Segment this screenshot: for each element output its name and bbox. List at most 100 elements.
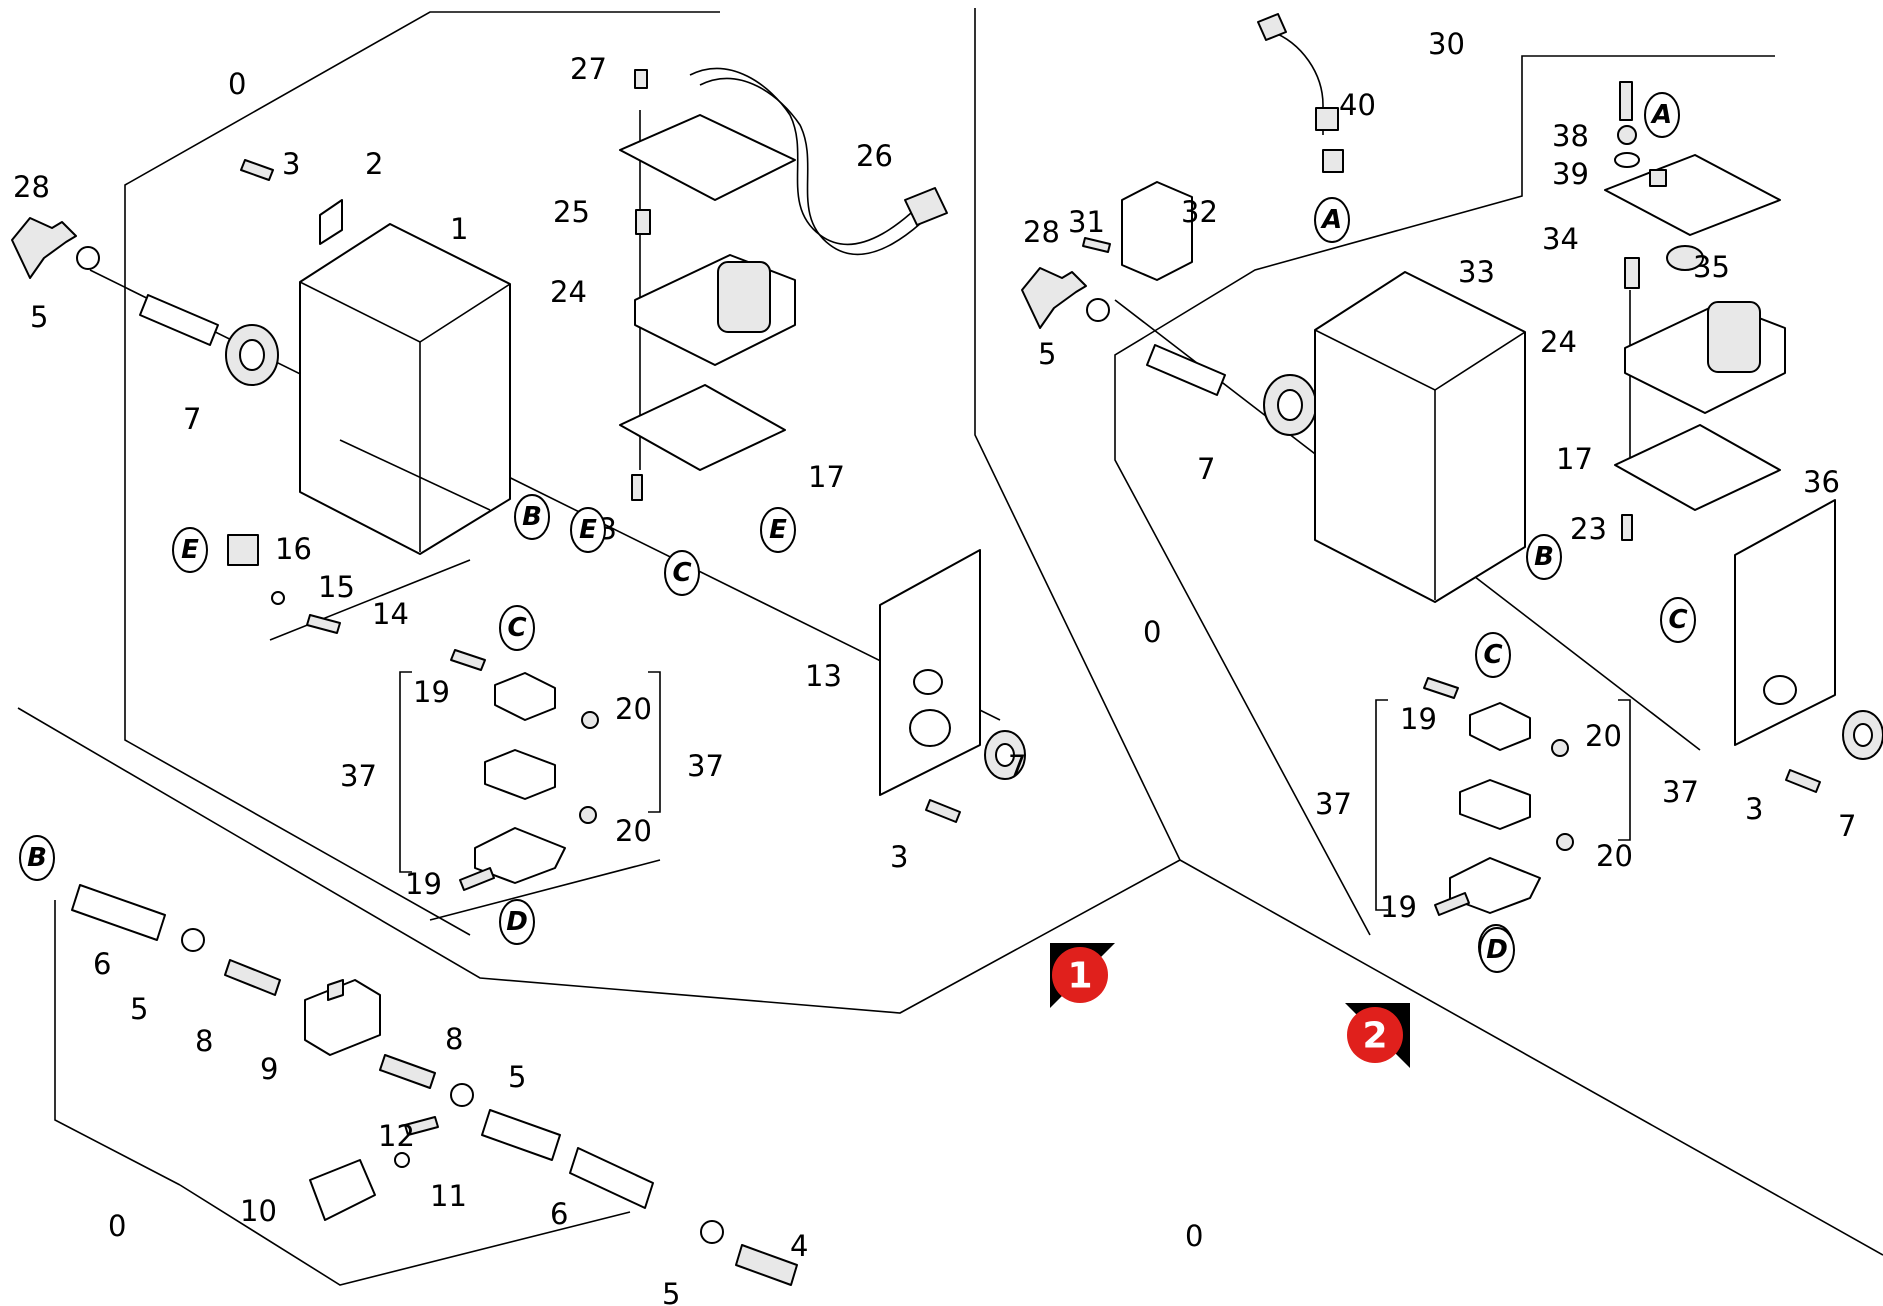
view-badge-1: 1 [1050, 943, 1115, 1008]
part-number-label: 26 [856, 139, 893, 173]
part-number-label: 17 [808, 460, 845, 494]
part-number-label: 19 [405, 867, 442, 901]
connector-callout-e: E [172, 527, 208, 573]
connector-callout-d: D [499, 899, 535, 945]
hose-clamp-icon [76, 246, 100, 270]
bracket-icon [319, 199, 343, 245]
connector-letter-callouts: AABBBCCCCDDDEEE [19, 92, 1696, 973]
part-number-label: 30 [1428, 27, 1465, 61]
part-number-label: 15 [318, 570, 355, 604]
part-number-label: 0 [228, 67, 246, 101]
connector-callout-c: C [1475, 632, 1511, 678]
part-number-label: 6 [550, 1197, 568, 1231]
enclosure-box-icon [299, 223, 511, 555]
part-number-label: 35 [1693, 250, 1730, 284]
connector-letter: E [579, 515, 597, 545]
connector-letter: D [506, 907, 528, 937]
connector-letter: C [1668, 605, 1687, 635]
coupling-hub-icon [474, 827, 566, 884]
part-number-label: 37 [1315, 787, 1352, 821]
part-number-label: 24 [1540, 325, 1577, 359]
hose-icon [139, 294, 219, 346]
connector-letter: A [1650, 100, 1672, 130]
part-number-label: 13 [805, 659, 842, 693]
connector-letter: A [1320, 205, 1342, 235]
coupling-hub-icon [494, 672, 556, 721]
connector-callout-e: E [570, 507, 606, 553]
hose-icon [1146, 344, 1226, 396]
connector-letter: E [769, 515, 787, 545]
part-number-label: 31 [1068, 205, 1105, 239]
wiring-harness-icon [689, 67, 931, 246]
part-number-label: 5 [130, 992, 148, 1026]
connector-letter: B [1534, 542, 1554, 572]
part-number-label: 34 [1542, 222, 1579, 256]
part-number-label: 38 [1552, 119, 1589, 153]
part-number-label: 8 [445, 1022, 463, 1056]
part-number-label: 36 [1803, 465, 1840, 499]
part-number-label: 25 [553, 195, 590, 229]
connector-callout-e: E [760, 507, 796, 553]
part-number-label: 19 [1400, 702, 1437, 736]
part-number-label: 40 [1339, 88, 1376, 122]
part-number-label: 0 [1185, 1219, 1203, 1253]
part-number-label: 7 [183, 402, 201, 436]
connector-callout-c: C [664, 550, 700, 596]
part-number-label: 28 [13, 170, 50, 204]
part-number-label: 37 [1662, 775, 1699, 809]
part-number-label: 2 [365, 147, 383, 181]
connector-letter: C [507, 613, 526, 643]
hose-barb-icon [735, 1244, 798, 1286]
view-badge-2: 2 [1345, 1003, 1410, 1068]
connector-callout-a: A [1314, 197, 1350, 243]
part-number-label: 19 [413, 675, 450, 709]
connector-box-icon [1121, 181, 1193, 281]
motor-icon [717, 261, 771, 333]
part-number-label: 3 [1745, 792, 1763, 826]
cable-assembly-icon [1267, 29, 1324, 135]
connector-callout-b: B [1526, 534, 1562, 580]
tee-fitting-icon [304, 979, 381, 1056]
coupling-insert-icon [484, 749, 556, 800]
screw-icon [240, 159, 274, 181]
view-badge-number: 1 [1067, 956, 1092, 997]
coupling-hub-icon [1469, 702, 1531, 751]
connector-letter: C [672, 558, 691, 588]
part-number-label: 24 [550, 275, 587, 309]
part-number-label: 5 [1038, 337, 1056, 371]
part-number-label: 5 [30, 300, 48, 334]
part-number-label: 0 [1143, 615, 1161, 649]
part-number-label: 10 [240, 1194, 277, 1228]
part-number-label: 3 [282, 147, 300, 181]
coupling-insert-icon [1459, 779, 1531, 830]
connector-letter: E [181, 535, 199, 565]
circuit-board-icon [1604, 154, 1781, 236]
view-badge-number: 2 [1362, 1016, 1387, 1057]
part-number-label: 7 [1197, 452, 1215, 486]
part-number-label: 12 [378, 1119, 415, 1153]
connector-callout-c: C [499, 605, 535, 651]
connector-callout-d: D [1479, 927, 1515, 973]
part-number-label: 11 [430, 1179, 467, 1213]
part-number-label: 20 [1596, 839, 1633, 873]
view-badges: 12 [1050, 943, 1410, 1068]
part-number-label: 14 [372, 597, 409, 631]
connector-letter: B [27, 843, 47, 873]
mounting-clip-icon [309, 1159, 376, 1221]
connector-letter: D [1486, 935, 1508, 965]
hose-barb-icon [379, 1054, 436, 1089]
part-number-label: 9 [260, 1052, 278, 1086]
connector-callout-a: A [1644, 92, 1680, 138]
part-number-label: 8 [195, 1024, 213, 1058]
part-number-label: 5 [662, 1277, 680, 1306]
mounting-plate-icon [619, 384, 786, 471]
part-number-label: 3 [890, 840, 908, 874]
elbow-fitting-icon [1021, 267, 1087, 329]
part-number-label: 5 [508, 1060, 526, 1094]
part-number-label: 16 [275, 532, 312, 566]
badge-circle-icon [1347, 1007, 1403, 1063]
hose-icon [71, 884, 166, 941]
gasket-plate-icon [619, 114, 796, 201]
part-number-label: 4 [790, 1229, 808, 1263]
